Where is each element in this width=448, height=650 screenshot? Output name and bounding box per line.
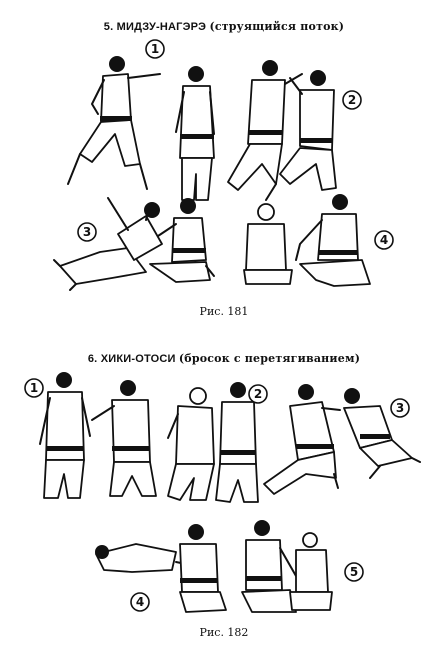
figure-181-step-1-label: 1 (151, 42, 159, 56)
figure-182-step-4: 4 (130, 592, 150, 612)
figure-181-step-3-label: 3 (83, 225, 91, 239)
figure-182-step-3-label: 3 (396, 401, 404, 415)
figure-182-caption: Рис. 182 (199, 626, 249, 639)
figure-182-panel-3 (263, 384, 421, 495)
figure-181-panel-2 (227, 60, 337, 201)
figure-181-step-4-label: 4 (380, 233, 388, 247)
figure-181-step-2: 2 (342, 90, 362, 110)
figure-182-panel-4 (95, 524, 227, 613)
figure-182-step-5-label: 5 (350, 565, 358, 579)
figure-181-illustration: 1 2 3 (53, 39, 394, 291)
figure-182-step-2: 2 (248, 384, 268, 404)
figure-182-heading: 6. ХИКИ-ОТОСИ (бросок с перетягиванием) (0, 352, 448, 365)
figure-181-heading-main: 5. МИДЗУ-НАГЭРЭ (103, 21, 207, 33)
figure-182-step-1: 1 (24, 378, 44, 398)
figure-182-illustration: 1 2 3 (24, 372, 421, 613)
figure-181-step-2-label: 2 (348, 93, 356, 107)
figure-182-heading-sub: (бросок с перетягиванием) (178, 352, 361, 365)
figure-181-panel-4 (243, 194, 371, 287)
figure-182-panel-1 (39, 372, 157, 499)
figure-181-heading-sub: (струящийся поток) (209, 20, 345, 33)
figure-181-heading: 5. МИДЗУ-НАГЭРЭ (струящийся поток) (0, 20, 448, 33)
figure-182-panel-2 (167, 382, 259, 503)
figure-182-step-1-label: 1 (30, 381, 38, 395)
figure-181-step-3: 3 (77, 222, 97, 242)
figure-182-step-2-label: 2 (254, 387, 262, 401)
figure-181-panel-3 (53, 197, 215, 291)
figure-181-panel-1 (67, 56, 215, 201)
figure-182-step-5: 5 (344, 562, 364, 582)
figure-182-step-3: 3 (390, 398, 410, 418)
figure-182-heading-main: 6. ХИКИ-ОТОСИ (87, 353, 176, 365)
figure-182-step-4-label: 4 (136, 595, 144, 609)
figure-182-panel-5 (241, 520, 333, 613)
figure-181-caption: Рис. 181 (199, 305, 249, 318)
figure-181-step-1: 1 (145, 39, 165, 59)
figure-181-step-4: 4 (374, 230, 394, 250)
